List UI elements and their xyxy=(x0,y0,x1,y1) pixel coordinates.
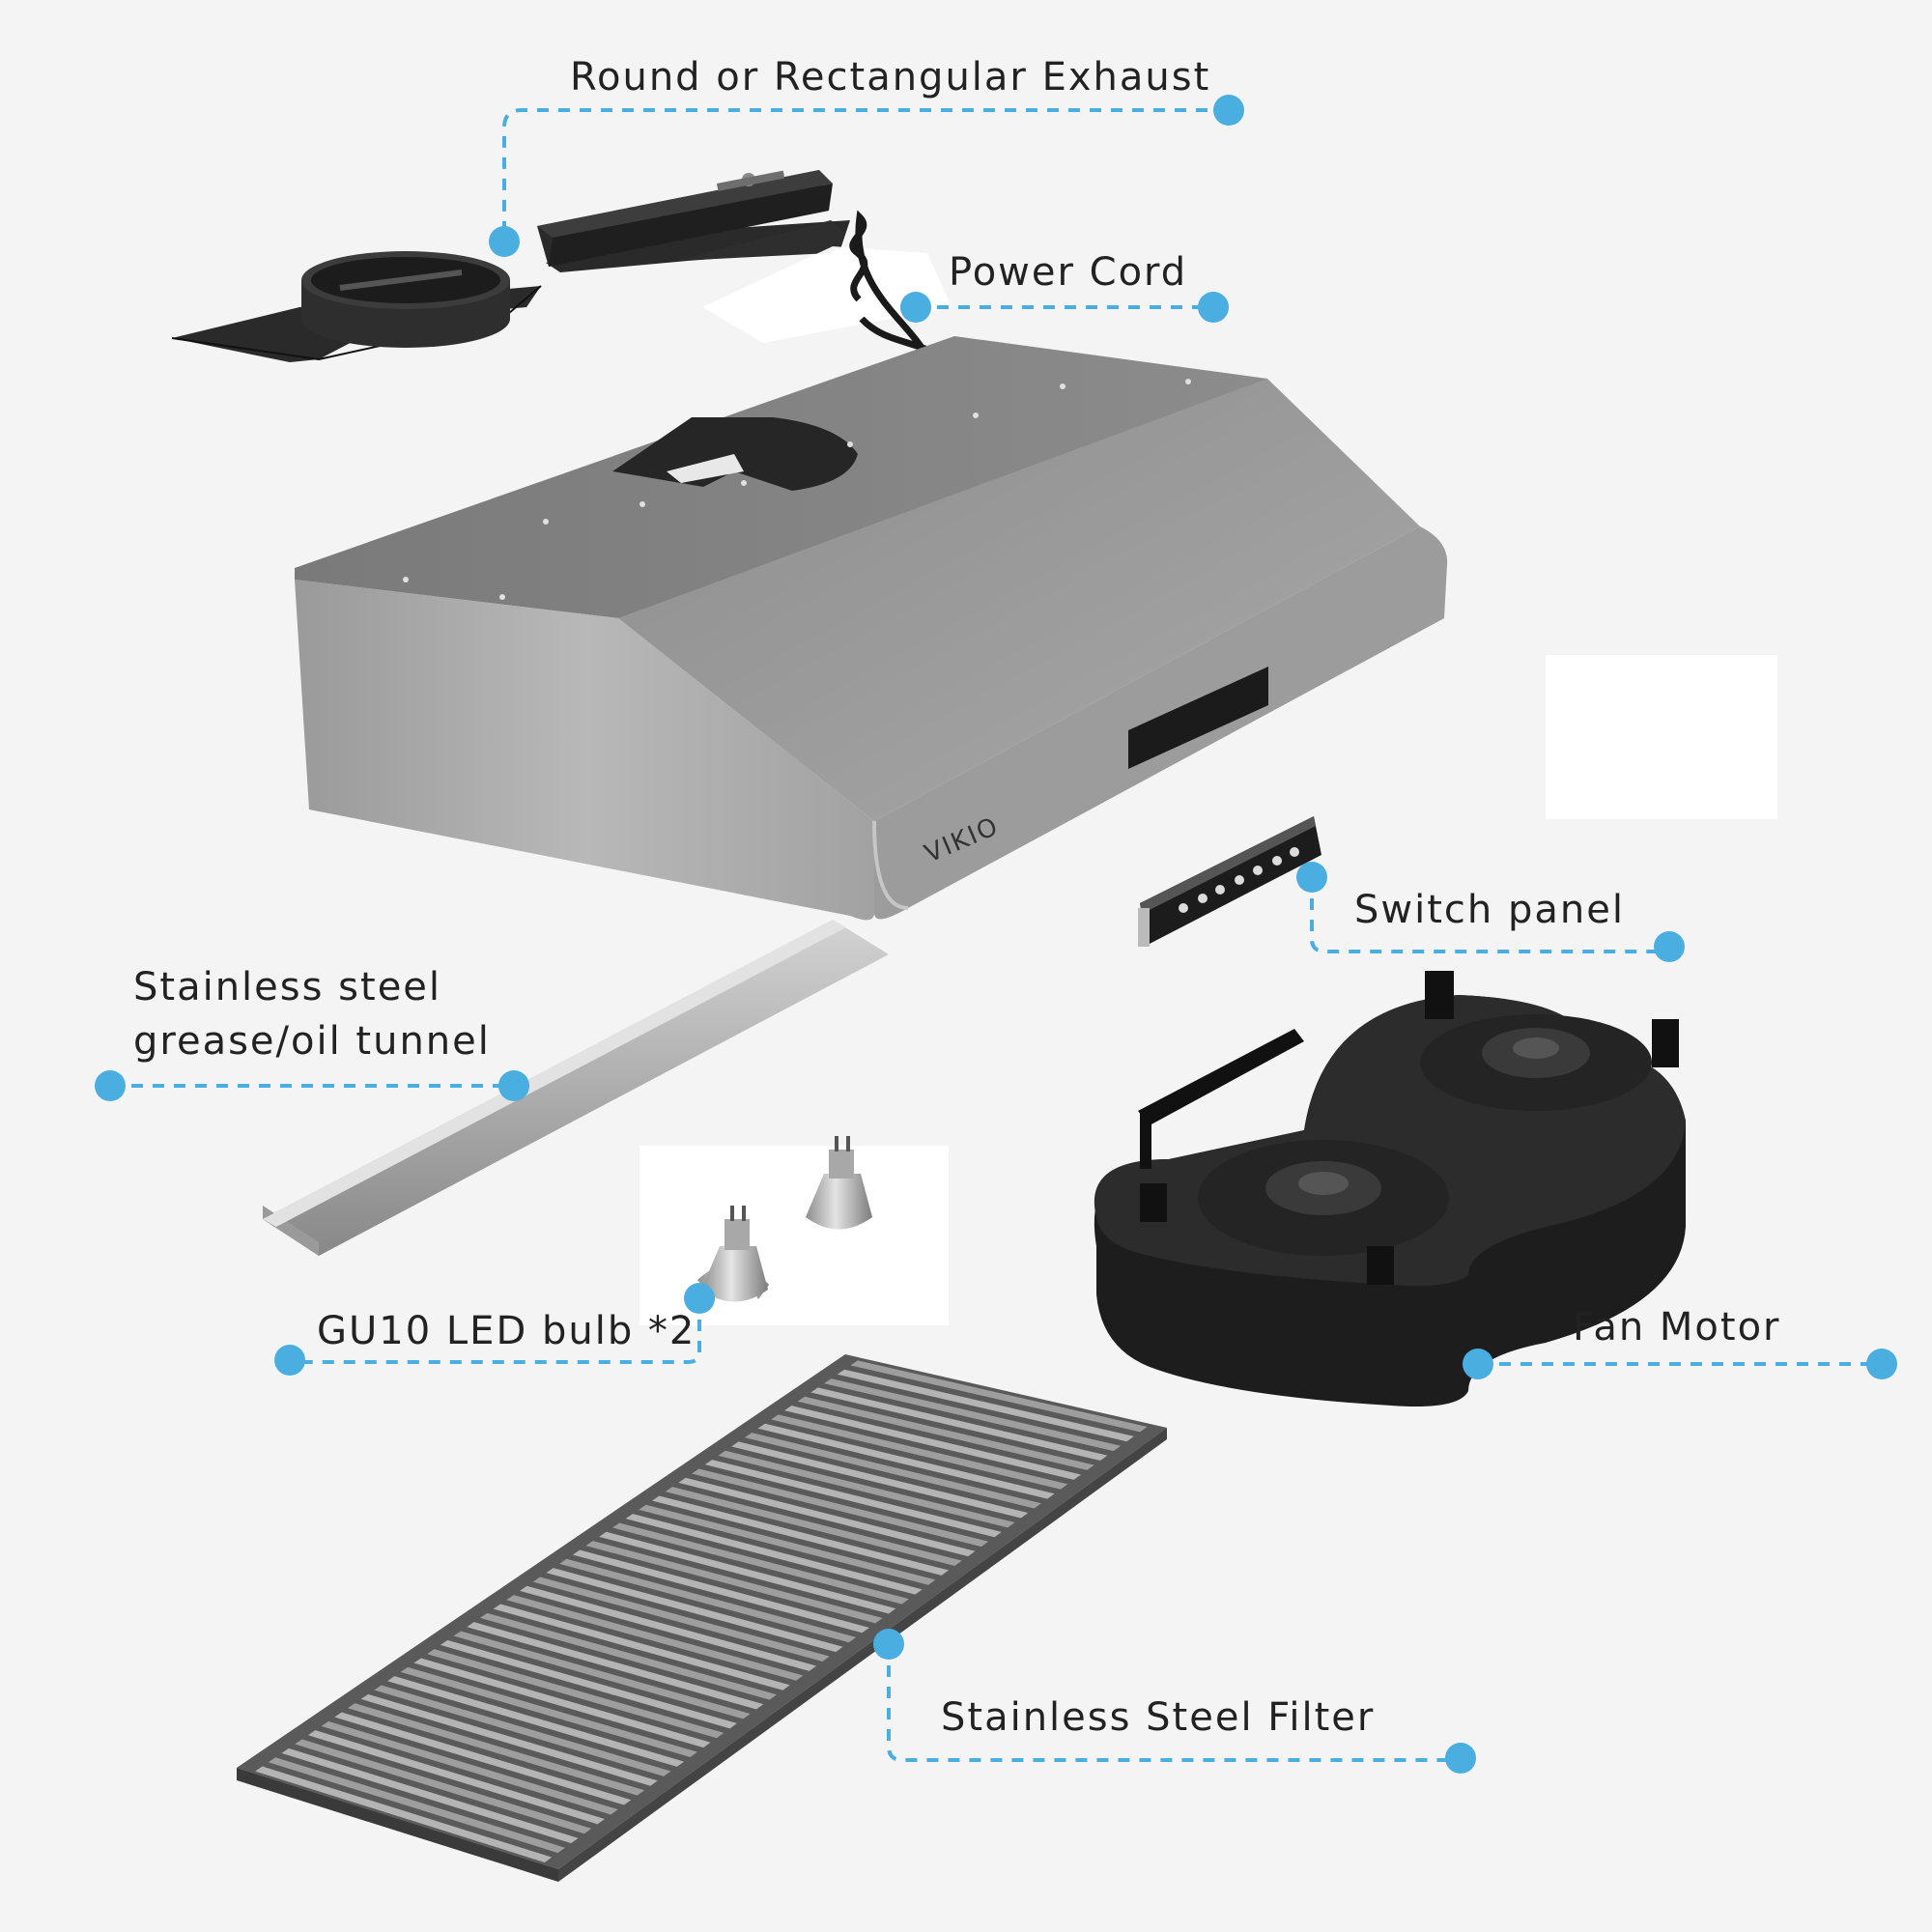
filter-slat xyxy=(295,1739,592,1834)
blank-panel xyxy=(1546,655,1777,819)
label-led-bulb: GU10 LED bulb *2 xyxy=(317,1309,696,1353)
filter-slat xyxy=(268,1757,565,1854)
filter-slat xyxy=(783,1406,1082,1480)
filter-slat xyxy=(321,1720,618,1815)
filter-slat xyxy=(400,1666,697,1758)
filter-slat xyxy=(520,1585,817,1671)
grease-oil-tunnel xyxy=(263,920,889,1256)
callout-line-exhaust xyxy=(502,108,1229,242)
callout-lines xyxy=(110,108,1882,1762)
filter-slat xyxy=(255,1766,553,1862)
label-switch-panel: Switch panel xyxy=(1354,888,1625,932)
hood-slope xyxy=(618,379,1420,821)
led-bulb xyxy=(806,1136,872,1230)
filter-slat xyxy=(440,1639,737,1729)
callout-dot xyxy=(1654,931,1685,962)
callout-dot xyxy=(1198,292,1229,323)
filter-slat xyxy=(744,1433,1041,1509)
filter-slat xyxy=(360,1693,658,1786)
filter-slat xyxy=(307,1730,605,1825)
label-tunnel-line2: grease/oil tunnel xyxy=(133,1019,491,1064)
filter-slat xyxy=(757,1423,1055,1499)
callout-dot xyxy=(684,1283,715,1314)
label-power-cord: Power Cord xyxy=(949,250,1188,295)
callout-dot xyxy=(274,1345,305,1376)
callout-dot xyxy=(873,1629,904,1660)
callout-dots xyxy=(95,95,1897,1774)
callout-dot xyxy=(900,292,931,323)
stainless-steel-filter xyxy=(237,1354,1167,1882)
exhaust-parts xyxy=(171,170,850,362)
rectangular-exhaust xyxy=(537,170,850,272)
filter-slat xyxy=(374,1685,671,1776)
filter-slat xyxy=(453,1631,751,1719)
filter-slat xyxy=(704,1460,1002,1538)
filter-slats xyxy=(255,1360,1148,1862)
filter-slat xyxy=(678,1477,976,1557)
filter-slat xyxy=(559,1558,857,1643)
hood-front xyxy=(295,580,874,921)
filter-slat xyxy=(572,1549,869,1634)
led-bulb xyxy=(697,1206,769,1302)
callout-dot xyxy=(1463,1349,1493,1379)
callout-dot xyxy=(498,1070,529,1101)
filter-slat xyxy=(599,1531,896,1614)
callout-dot xyxy=(1866,1349,1897,1379)
filter-slat xyxy=(611,1522,909,1605)
label-tunnel-line1: Stainless steel xyxy=(133,965,442,1009)
filter-slat xyxy=(692,1468,989,1548)
filter-slat xyxy=(731,1441,1029,1519)
filter-slat xyxy=(467,1622,764,1710)
filter-slat xyxy=(506,1595,804,1681)
callout-dot xyxy=(489,226,520,257)
filter-slat xyxy=(334,1712,632,1805)
callout-dot xyxy=(1296,862,1327,893)
fan-motor xyxy=(1094,971,1686,1406)
filter-slat xyxy=(387,1676,685,1767)
filter-slat xyxy=(837,1369,1134,1442)
callout-line-bulb xyxy=(290,1298,701,1364)
filter-slat xyxy=(427,1649,724,1739)
filter-slat xyxy=(771,1414,1068,1490)
label-filter: Stainless Steel Filter xyxy=(941,1695,1376,1740)
switch-panel xyxy=(1138,816,1321,947)
callout-dot xyxy=(1213,95,1244,126)
round-exhaust-collar xyxy=(301,251,510,348)
filter-slat xyxy=(532,1577,830,1662)
filter-slat xyxy=(639,1504,936,1585)
filter-slat xyxy=(625,1514,923,1595)
filter-slat xyxy=(281,1747,579,1844)
filter-slat xyxy=(413,1658,711,1748)
callout-line-switch-panel xyxy=(1310,877,1669,953)
filter-slat xyxy=(479,1612,778,1700)
filter-slat xyxy=(810,1387,1108,1462)
filter-slat xyxy=(665,1487,962,1566)
callout-line-filter xyxy=(887,1644,1461,1762)
filter-slat xyxy=(546,1568,843,1653)
filter-slat xyxy=(347,1703,645,1796)
filter-slat xyxy=(850,1360,1148,1433)
filter-slat xyxy=(718,1450,1015,1528)
filter-slat xyxy=(651,1495,950,1576)
filter-slat xyxy=(493,1604,790,1690)
callout-dot xyxy=(1445,1743,1476,1774)
label-fan-motor: Fan Motor xyxy=(1573,1305,1781,1350)
filter-slat xyxy=(824,1378,1122,1452)
range-hood-body: VIKIO xyxy=(295,336,1448,921)
callout-dot xyxy=(95,1070,126,1101)
filter-slat xyxy=(797,1396,1094,1470)
filter-slat xyxy=(585,1541,883,1624)
label-exhaust: Round or Rectangular Exhaust xyxy=(570,55,1211,99)
label-grease-oil-tunnel: Stainless steel grease/oil tunnel xyxy=(133,960,491,1068)
